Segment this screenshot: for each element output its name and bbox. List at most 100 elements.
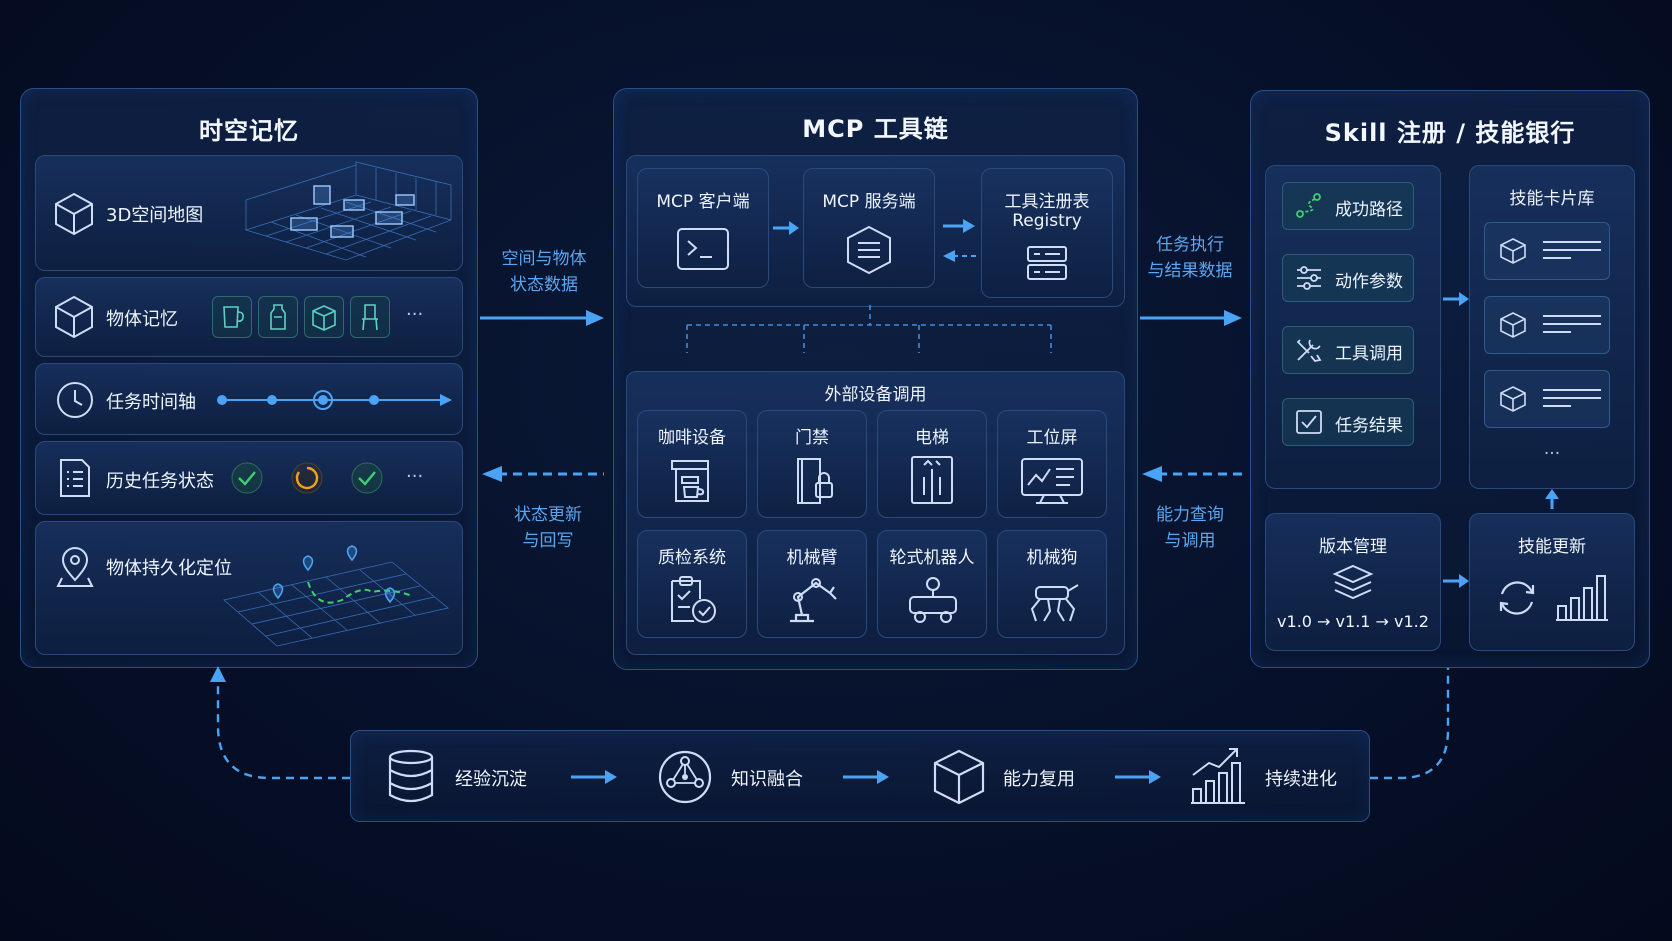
device-coffee[interactable]: 咖啡设备 — [637, 410, 747, 518]
skill-panel: Skill 注册 / 技能银行 成功路径 动作参数 工具调用 任务结果 技能卡片… — [1250, 90, 1650, 668]
memory-item-object[interactable]: 物体记忆 ··· — [35, 277, 463, 357]
version-title: 版本管理 — [1319, 537, 1387, 557]
cube-icon — [1500, 386, 1526, 412]
skill-item-task-result[interactable]: 任务结果 — [1282, 398, 1414, 446]
mcp-title: MCP 工具链 — [802, 115, 949, 143]
memory-panel: 时空记忆 3D空间地图 物体记忆 — [20, 88, 478, 668]
skill-item-success-path[interactable]: 成功路径 — [1282, 182, 1414, 230]
external-devices-group: 外部设备调用 咖啡设备 门禁 电梯 工位屏 — [626, 371, 1125, 655]
skill-item-label: 动作参数 — [1335, 272, 1403, 292]
wheeled-robot-icon — [909, 577, 957, 623]
arrow-right-icon — [1443, 574, 1469, 588]
skill-card[interactable] — [1484, 370, 1610, 428]
device-access-control[interactable]: 门禁 — [757, 410, 867, 518]
bottle-thumb[interactable] — [258, 296, 298, 338]
knowledge-network-icon — [658, 750, 712, 804]
arrow-right-icon — [1443, 292, 1469, 306]
registry-label-cn: 工具注册表 — [1004, 192, 1090, 212]
terminal-icon — [677, 228, 729, 270]
3d-map-illustration — [244, 161, 453, 261]
memory-item-label: 任务时间轴 — [106, 392, 196, 413]
evolution-step-label: 持续进化 — [1265, 769, 1337, 790]
memory-item-history[interactable]: 历史任务状态 ··· — [35, 441, 463, 515]
arrow-label-line: 状态更新 — [514, 505, 582, 525]
box-thumb[interactable] — [304, 296, 344, 338]
device-label: 机械臂 — [786, 548, 838, 568]
arrow-label-line: 状态数据 — [510, 275, 578, 295]
bar-chart-icon — [1556, 575, 1608, 621]
location-pin-icon — [56, 547, 94, 587]
skill-card-library[interactable]: 技能卡片库 ··· — [1469, 165, 1635, 489]
arrow-right-icon — [773, 221, 799, 235]
mcp-client-card[interactable]: MCP 客户端 — [637, 168, 769, 288]
chair-icon — [362, 304, 378, 331]
memory-item-3d-map[interactable]: 3D空间地图 — [35, 155, 463, 271]
device-workstation-screen[interactable]: 工位屏 — [997, 410, 1107, 518]
registry-list-icon — [1027, 246, 1067, 280]
clock-icon — [57, 382, 93, 418]
mcp-server-card[interactable]: MCP 服务端 — [803, 168, 935, 288]
cup-thumb[interactable] — [212, 296, 252, 338]
evolution-step-label: 知识融合 — [731, 769, 803, 790]
growth-chart-icon — [1191, 748, 1245, 804]
arrow-up-icon — [1545, 489, 1559, 509]
memory-item-timeline[interactable]: 任务时间轴 — [35, 363, 463, 435]
device-wheeled-robot[interactable]: 轮式机器人 — [877, 530, 987, 638]
device-label: 电梯 — [915, 428, 949, 448]
floor-map-illustration — [223, 545, 449, 647]
device-elevator[interactable]: 电梯 — [877, 410, 987, 518]
device-quality-inspection[interactable]: 质检系统 — [637, 530, 747, 638]
chair-thumb[interactable] — [350, 296, 390, 338]
text-lines-icon — [1543, 389, 1601, 407]
skill-title: Skill 注册 / 技能银行 — [1324, 119, 1576, 147]
device-label: 质检系统 — [658, 548, 726, 568]
skill-update-card[interactable]: 技能更新 — [1469, 513, 1635, 651]
arrow-label-line: 空间与物体 — [501, 249, 587, 269]
arrow-from-skill — [1142, 466, 1244, 482]
arrow-label-spatial: 空间与物体 状态数据 — [484, 246, 604, 298]
skill-card[interactable] — [1484, 296, 1610, 354]
device-label: 门禁 — [795, 428, 829, 448]
device-robot-dog[interactable]: 机械狗 — [997, 530, 1107, 638]
cup-icon — [223, 306, 244, 328]
cube-icon — [1500, 312, 1526, 338]
version-management-card[interactable]: 版本管理 v1.0 → v1.1 → v1.2 — [1265, 513, 1441, 651]
more-indicator: ··· — [406, 304, 424, 325]
mcp-server-label: MCP 服务端 — [822, 192, 916, 212]
memory-item-label: 物体持久化定位 — [106, 558, 232, 579]
tool-registry-card[interactable]: 工具注册表 Registry — [981, 168, 1113, 298]
elevator-icon — [911, 456, 953, 504]
text-lines-icon — [1543, 241, 1601, 259]
skill-card[interactable] — [1484, 222, 1610, 280]
skill-item-action-params[interactable]: 动作参数 — [1282, 254, 1414, 302]
coffee-machine-icon — [671, 460, 709, 502]
evolution-step-label: 能力复用 — [1003, 769, 1075, 790]
evolution-step-label: 经验沉淀 — [455, 769, 527, 790]
timeline-track[interactable] — [216, 388, 456, 412]
external-devices-title: 外部设备调用 — [824, 385, 927, 405]
layers-icon — [1332, 564, 1374, 600]
mcp-client-label: MCP 客户端 — [656, 192, 750, 212]
device-robot-arm[interactable]: 机械臂 — [757, 530, 867, 638]
text-lines-icon — [1543, 315, 1601, 333]
server-hexagon-icon — [847, 225, 891, 275]
robot-dog-icon — [1030, 584, 1079, 622]
version-flow: v1.0 → v1.1 → v1.2 — [1277, 612, 1429, 631]
cube-icon — [933, 749, 985, 805]
device-connector-lines — [686, 305, 1052, 353]
box-icon — [312, 305, 336, 331]
arrow-to-skill — [1140, 310, 1242, 326]
skill-items-group: 成功路径 动作参数 工具调用 任务结果 — [1265, 165, 1441, 489]
device-label: 机械狗 — [1026, 548, 1078, 568]
device-label: 咖啡设备 — [658, 428, 726, 448]
evolution-bar: 经验沉淀 知识融合 能力复用 持续进化 — [350, 730, 1370, 822]
skill-item-tool-call[interactable]: 工具调用 — [1282, 326, 1414, 374]
arrow-label-line: 与结果数据 — [1147, 261, 1233, 281]
arrow-to-mcp — [480, 310, 604, 326]
in-progress-icon — [291, 462, 323, 494]
arrow-label-line: 任务执行 — [1156, 235, 1224, 255]
sliders-icon — [1297, 266, 1321, 290]
memory-item-label: 历史任务状态 — [106, 471, 214, 492]
memory-item-location[interactable]: 物体持久化定位 — [35, 521, 463, 655]
robot-arm-icon — [790, 578, 837, 623]
